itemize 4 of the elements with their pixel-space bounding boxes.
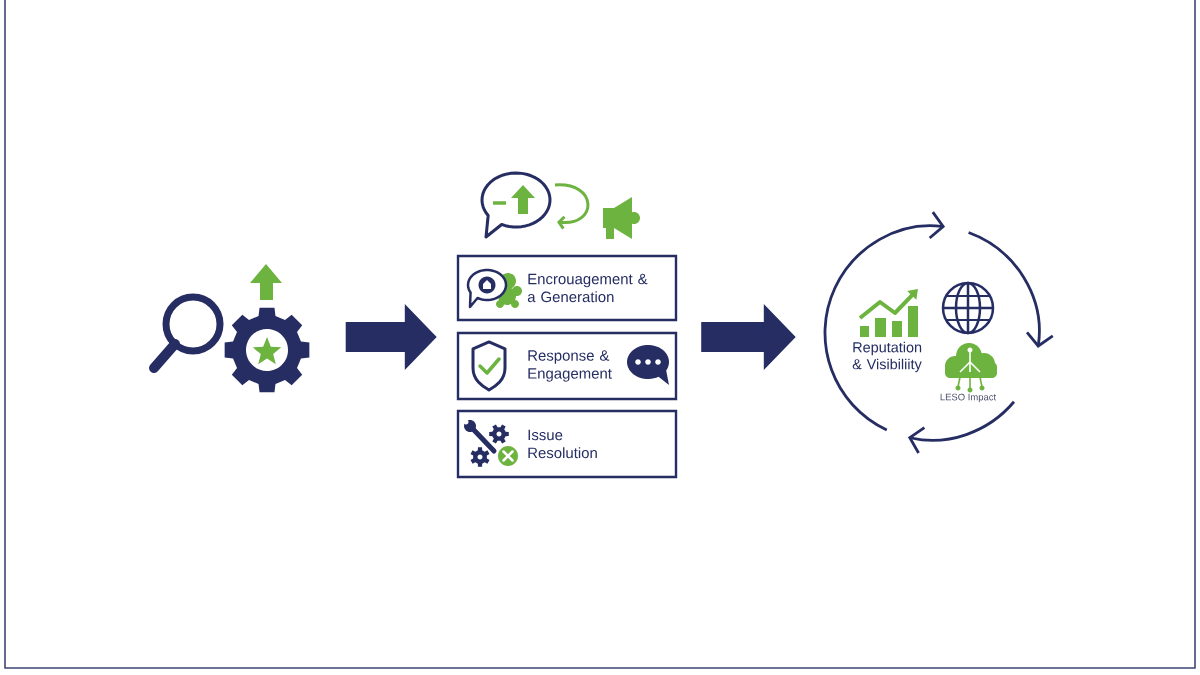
step-box: Issue Resolution: [456, 409, 678, 479]
step-box: Encrouagement & a Generation: [456, 254, 678, 322]
magnifier-gear-icon: [149, 264, 310, 393]
step-box: Response & Engagement: [456, 331, 678, 401]
